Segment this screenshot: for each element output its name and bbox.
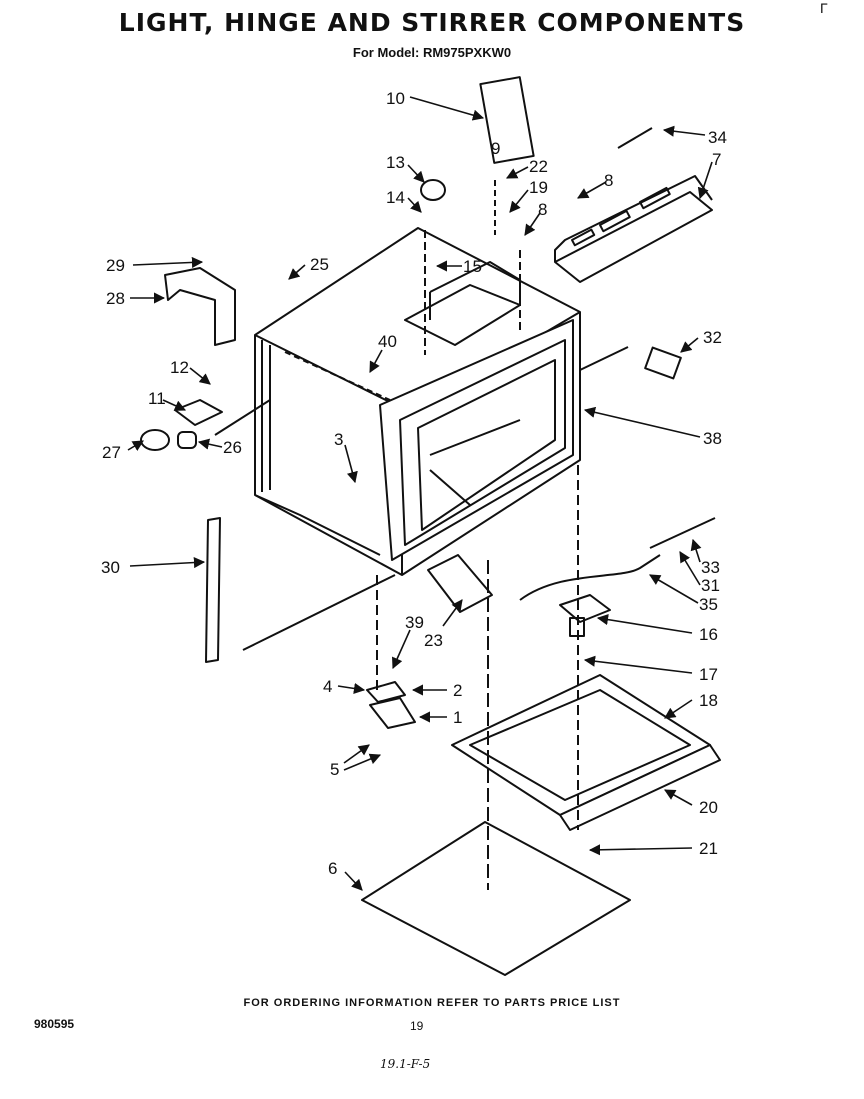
label-part-6: 6	[328, 859, 337, 878]
latch-bracket-box	[479, 76, 535, 164]
label-part-21: 21	[699, 839, 718, 858]
hinge-lower	[369, 697, 416, 729]
label-part-25: 25	[310, 255, 329, 274]
top-vent-cover	[554, 175, 713, 283]
label-part-23: 23	[424, 631, 443, 650]
label-part-5: 5	[330, 760, 339, 779]
interlock-switch	[644, 346, 682, 380]
label-part-7: 7	[712, 150, 721, 169]
label-part-16: 16	[699, 625, 718, 644]
stirrer-blade	[559, 594, 611, 623]
handwritten-note: 19.1-F-5	[380, 1057, 431, 1071]
lamp-socket	[177, 431, 197, 449]
label-part-18: 18	[699, 691, 718, 710]
stirrer-cable	[519, 554, 661, 601]
label-part-10: 10	[386, 89, 405, 108]
label-part-32: 32	[703, 328, 722, 347]
label-part-40: 40	[378, 332, 397, 351]
label-part-22: 22	[529, 157, 548, 176]
label-part-34: 34	[708, 128, 727, 147]
corner-mark: Γ	[820, 0, 828, 16]
label-part-14: 14	[386, 188, 405, 207]
hinge-upper	[366, 681, 406, 703]
document-number: 980595	[34, 1017, 75, 1031]
label-part-38: 38	[703, 429, 722, 448]
label-part-3: 3	[334, 430, 343, 449]
label-part-29: 29	[106, 256, 125, 275]
label-part-4: 4	[323, 677, 332, 696]
oven-cavity-frame	[254, 227, 581, 576]
label-part-28: 28	[106, 289, 125, 308]
long-screw	[617, 127, 653, 149]
bottom-plate	[361, 821, 631, 976]
label-part-35: 35	[699, 595, 718, 614]
label-part-27: 27	[102, 443, 121, 462]
label-part-39: 39	[405, 613, 424, 632]
lamp-bracket	[164, 267, 236, 346]
label-part-13: 13	[386, 153, 405, 172]
model-line: For Model: RM975PXKW0	[352, 45, 512, 60]
label-part-1: 1	[453, 708, 462, 727]
access-cover-plate	[427, 554, 493, 613]
page-title: LIGHT, HINGE AND STIRRER COMPONENTS	[118, 8, 746, 37]
label-part-31: 31	[701, 576, 720, 595]
label-part-20: 20	[699, 798, 718, 817]
label-part-8-left: 8	[538, 200, 547, 219]
label-part-9: 9	[491, 139, 500, 158]
page-number: 19	[410, 1019, 424, 1033]
label-part-8-right: 8	[604, 171, 613, 190]
label-part-17: 17	[699, 665, 718, 684]
label-part-30: 30	[101, 558, 120, 577]
label-part-19: 19	[529, 178, 548, 197]
light-bulb	[140, 429, 170, 451]
front-trim	[559, 744, 721, 831]
label-part-2: 2	[453, 681, 462, 700]
label-part-11: 11	[148, 389, 166, 408]
label-part-12: 12	[170, 358, 189, 377]
label-part-26: 26	[223, 438, 242, 457]
ordering-info-footer: FOR ORDERING INFORMATION REFER TO PARTS …	[243, 997, 621, 1009]
label-part-15: 15	[463, 257, 482, 276]
label-part-33: 33	[701, 558, 720, 577]
hinge-strip	[205, 517, 221, 663]
stirrer-motor	[420, 179, 446, 201]
lamp-plate	[174, 399, 223, 426]
